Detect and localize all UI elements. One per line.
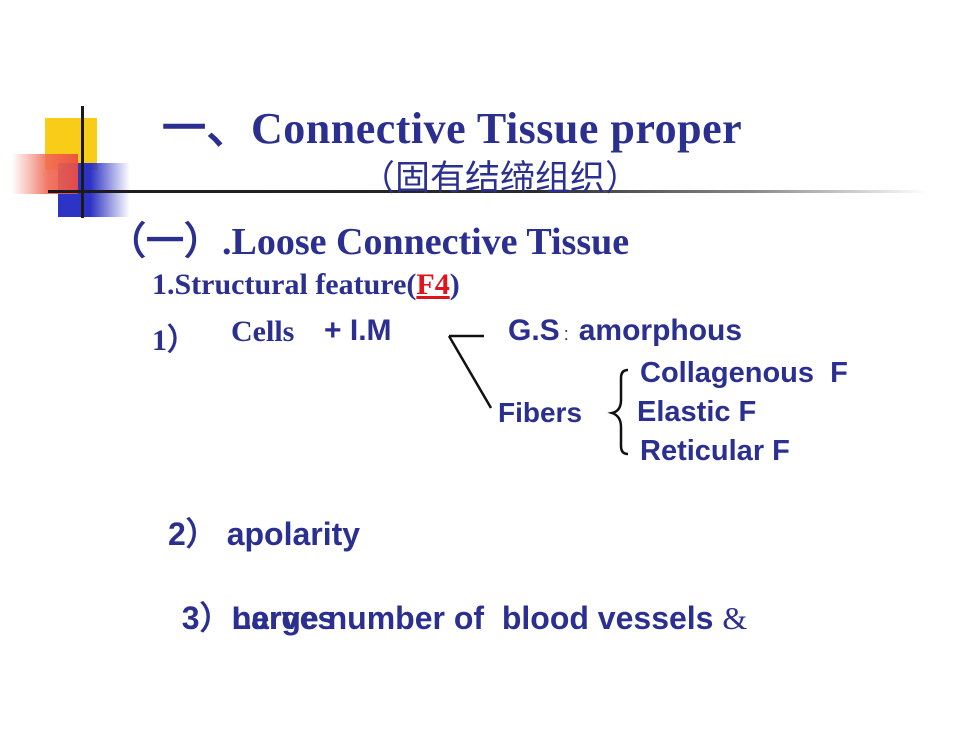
branch-line-fibers <box>447 335 493 409</box>
item3-line2: nerves <box>232 600 336 636</box>
section-subtitle: （一）.Loose Connective Tissue <box>108 221 630 263</box>
fibers-label: Fibers <box>498 397 583 428</box>
page-title: 一、Connective Tissue proper <box>162 104 743 153</box>
ground-substance-line: G.S: amorphous <box>508 314 742 348</box>
gs-value: amorphous <box>578 314 743 347</box>
fiber-type-reticular: Reticular F <box>640 435 790 467</box>
fiber-type-collagenous: Collagenous F <box>640 357 848 389</box>
heading-suffix: ) <box>449 268 460 301</box>
item3-text: 3）Large number of blood vessels <box>181 600 723 636</box>
decor-vertical-line <box>81 106 84 218</box>
structural-feature-heading: 1.Structural feature(F4) <box>152 268 460 302</box>
decor-red-square <box>12 154 78 194</box>
decor-horizontal-rule <box>48 190 928 193</box>
figure-link[interactable]: F4 <box>416 268 450 301</box>
heading-prefix: 1.Structural feature( <box>152 268 417 301</box>
item1-cells: Cells <box>231 315 295 348</box>
page-title-chinese: （固有结缔组织） <box>360 159 641 198</box>
fiber-type-elastic: Elastic F <box>637 396 757 428</box>
item3-line1: 3）Large number of blood vessels & <box>164 556 747 639</box>
gs-separator: : <box>563 324 569 344</box>
gs-label: G.S <box>508 314 560 347</box>
item3-ampersand: & <box>722 600 748 636</box>
curly-brace <box>607 368 629 456</box>
item1-intercellular-matrix: + I.M <box>324 314 392 347</box>
item1-number: 1） <box>152 324 197 357</box>
item2-apolarity: 2） apolarity <box>168 516 361 552</box>
